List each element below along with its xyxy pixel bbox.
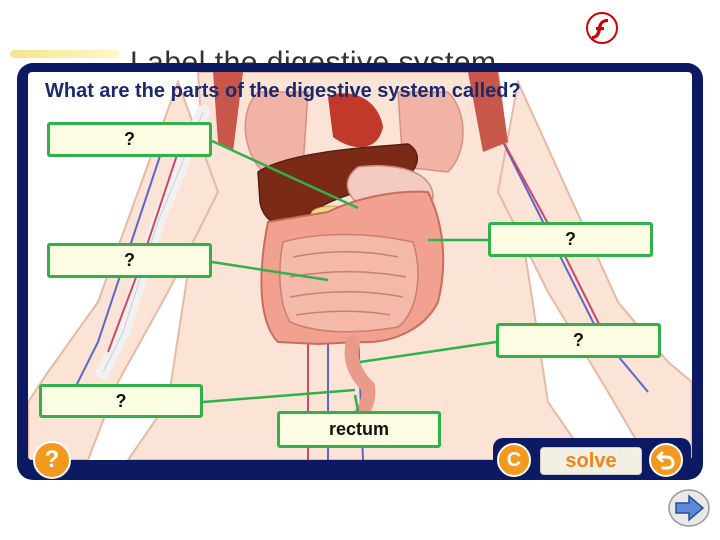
label-box-rectum[interactable]: rectum [277,411,441,448]
label-box-top-right[interactable]: ? [488,222,653,257]
label-box-bottom-left[interactable]: ? [39,384,203,418]
label-box-middle-left[interactable]: ? [47,243,212,278]
reset-icon: C [506,448,522,471]
activity-question: What are the parts of the digestive syst… [45,80,521,102]
help-button[interactable]: ? [33,441,71,479]
undo-button[interactable] [649,443,683,477]
label-box-bottom-right[interactable]: ? [496,323,661,358]
undo-arrow-icon [656,451,675,470]
title-decoration-bar [10,50,120,58]
flash-logo-icon [586,12,618,44]
reset-button[interactable]: C [497,443,531,477]
solve-button[interactable]: solve [540,447,642,475]
label-box-top-left[interactable]: ? [47,122,212,157]
help-icon: ? [44,446,60,473]
next-arrow-icon[interactable] [667,488,711,528]
